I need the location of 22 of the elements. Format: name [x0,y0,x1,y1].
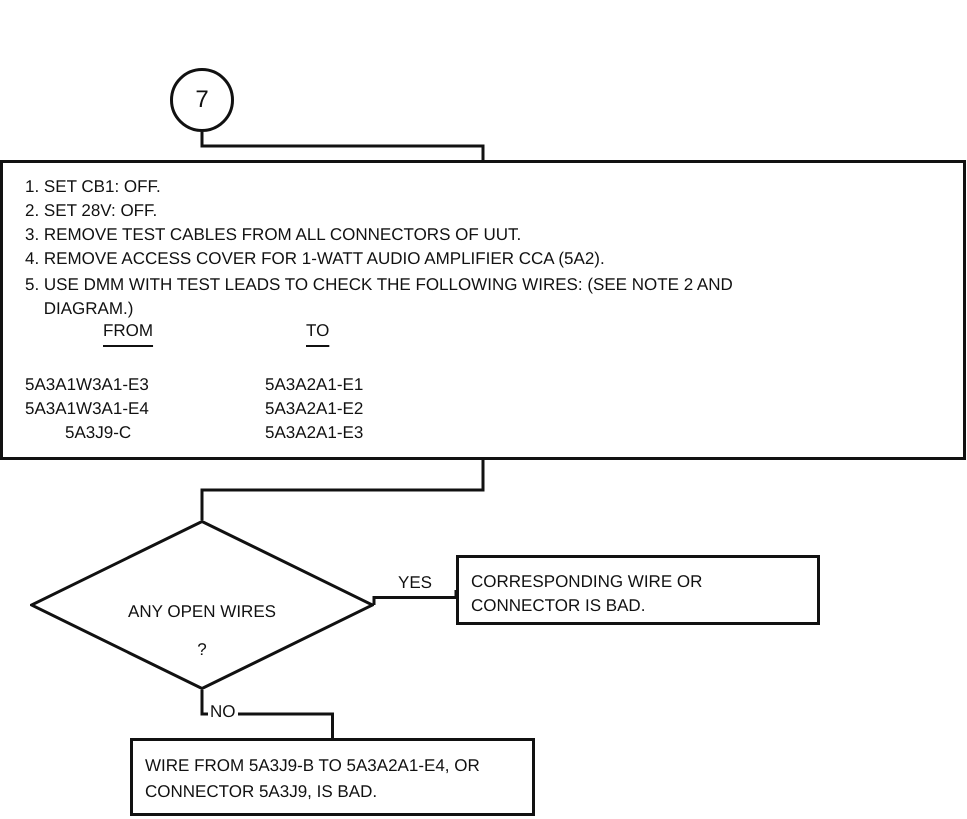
table-cell: 5A3A1W3A1-E3 [25,375,149,395]
table-cell: 5A3A1W3A1-E4 [25,399,149,419]
instruction-text: 5. USE DMM WITH TEST LEADS TO CHECK THE FOLLOWING WIRES: (SEE NOTE 2 AND DIAGRAM.) [25,274,734,320]
decision-text: ? [196,640,208,660]
table-cell: 5A3A2A1-E2 [265,399,364,419]
instruction-text: 4. REMOVE ACCESS COVER FOR 1-WATT AUDIO AMPLIFIER CCA (5A2). [25,249,605,269]
process-box [130,738,535,816]
table-cell: 5A3A2A1-E3 [265,423,364,443]
process-box [456,555,820,625]
result-text: CORRESPONDING WIRE OR CONNECTOR IS BAD. [471,571,704,617]
instruction-text: 3. REMOVE TEST CABLES FROM ALL CONNECTORS OF UUT. [25,225,522,245]
connector-line [372,590,458,605]
table-cell: 5A3A2A1-E1 [265,375,364,395]
instruction-text: 2. SET 28V: OFF. [25,201,158,221]
decision-text: ANY OPEN WIRES [127,602,277,622]
result-text: WIRE FROM 5A3J9-B TO 5A3A2A1-E4, OR CONNECTOR 5A3J9, IS BAD. [145,755,481,803]
connector-line [200,132,484,160]
instruction-text: 1. SET CB1: OFF. [25,177,161,197]
connector-line [200,460,484,520]
process-box [0,160,966,460]
table-cell: 5A3J9-C [65,423,132,443]
step-number: 7 [194,85,210,115]
